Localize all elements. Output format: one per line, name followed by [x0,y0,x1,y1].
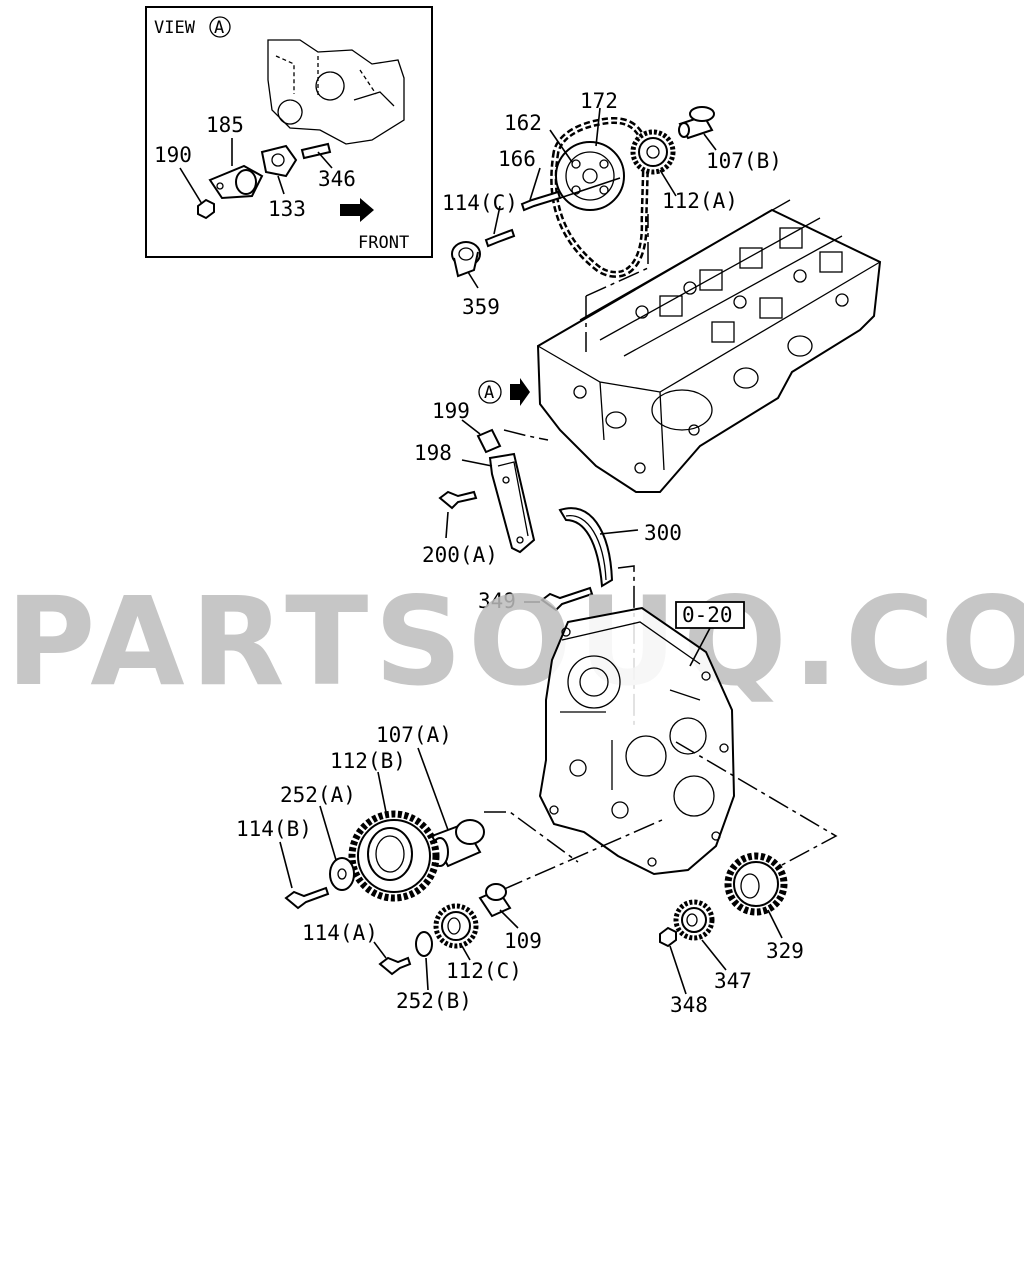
view-title: VIEW [154,18,196,38]
label-329: 329 [766,939,804,963]
nut-348 [659,926,677,948]
label-133: 133 [268,197,306,221]
label-252b: 252(B) [396,989,472,1013]
bolt-114a [378,956,412,976]
washer-252a [329,857,355,891]
bushing-359 [451,241,481,278]
label-020: 0-20 [682,603,733,627]
label-185: 185 [206,113,244,137]
label-348: 348 [670,993,708,1017]
bolt-349 [540,586,594,612]
label-252a: 252(A) [280,783,356,807]
label-a-marker: A [484,383,494,403]
view-marker-circle [209,16,231,38]
label-199: 199 [432,399,470,423]
label-162: 162 [504,111,542,135]
label-107a: 107(A) [376,723,452,747]
label-112c: 112(C) [446,959,522,983]
timing-gear-case [538,606,736,876]
watermark: PARTSOUQ.COM [6,571,1024,713]
label-166: 166 [498,147,536,171]
view-a-reference-circle [478,380,502,404]
label-349: 349 [478,589,516,613]
gear-112c [433,903,479,949]
bushing-107a [430,819,485,868]
label-172: 172 [580,89,618,113]
timing-chain-172 [550,116,650,278]
view-marker: A [214,18,224,38]
label-112a: 112(A) [662,189,738,213]
nut-190 [197,198,215,220]
label-346: 346 [318,167,356,191]
gear-112b [348,810,440,902]
label-107b: 107(B) [706,149,782,173]
label-112b: 112(B) [330,749,406,773]
label-200a: 200(A) [422,543,498,567]
label-190: 190 [154,143,192,167]
front-arrow-icon [340,198,374,222]
label-359: 359 [462,295,500,319]
chain-guide-198 [488,452,536,554]
stud-346 [300,142,332,160]
reference-box-020 [675,601,745,629]
pin-199 [476,428,502,454]
label-114b: 114(B) [236,817,312,841]
gear-347 [673,899,715,941]
chain-tensioner-300 [558,507,614,588]
gear-329 [724,852,788,916]
label-109: 109 [504,929,542,953]
label-300: 300 [644,521,682,545]
label-114c: 114(C) [442,191,518,215]
front-label: FRONT [358,233,409,253]
gear-112a [630,129,676,175]
view-a-inset: VIEW A FRONT 185 190 133 346 [145,6,433,258]
label-198: 198 [414,441,452,465]
bushing-107b [678,106,715,140]
bolt-114c [484,228,516,248]
cam-sensor-185 [208,164,264,200]
bolt-200a [438,490,478,510]
bolt-114b [284,886,330,910]
gasket-133 [260,144,298,178]
label-114a: 114(A) [302,921,378,945]
washer-252b [415,931,433,957]
cylinder-head [536,199,882,493]
view-a-arrow-icon [510,378,530,406]
label-347: 347 [714,969,752,993]
bushing-109 [478,883,512,918]
